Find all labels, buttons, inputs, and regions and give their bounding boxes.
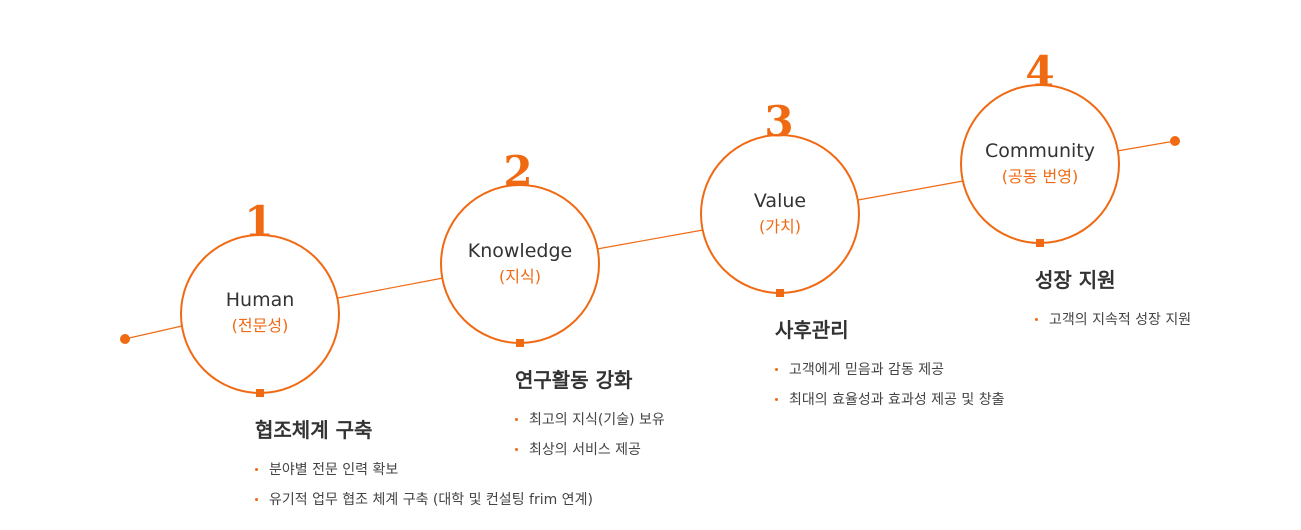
list-item: 고객의 지속적 성장 지원 [1035, 305, 1191, 335]
step-1-list: 분야별 전문 인력 확보 유기적 업무 협조 체계 구축 (대학 및 컨설팅 f… [255, 455, 593, 515]
step-4-list: 고객의 지속적 성장 지원 [1035, 305, 1191, 335]
step-1: 1 Human (전문성) [180, 197, 340, 397]
connector-2-3 [596, 229, 704, 250]
bullet-dot [775, 368, 778, 371]
step-3-title: Value [754, 190, 806, 212]
list-item: 최고의 지식(기술) 보유 [515, 405, 665, 435]
step-2-title: Knowledge [468, 240, 572, 262]
step-2: 2 Knowledge (지식) [440, 147, 600, 347]
bullet-dot [775, 398, 778, 401]
step-1-heading: 협조체계 구축 [255, 418, 373, 442]
line-start-dot [120, 334, 130, 344]
step-3-marker [776, 289, 784, 297]
bullet-dot [255, 468, 258, 471]
bullet-dot [1035, 318, 1038, 321]
step-4-circle [960, 84, 1120, 244]
list-item-text: 고객에게 믿음과 감동 제공 [789, 362, 945, 378]
step-4-title: Community [985, 140, 1095, 162]
line-end-dot [1170, 136, 1180, 146]
list-item-text: 분야별 전문 인력 확보 [269, 462, 399, 478]
step-2-list: 최고의 지식(기술) 보유 최상의 서비스 제공 [515, 405, 665, 465]
step-3-circle [700, 134, 860, 294]
step-4: 4 Community (공동 번영) [960, 47, 1120, 247]
step-4-subtitle: (공동 번영) [1002, 167, 1078, 186]
step-4-heading: 성장 지원 [1035, 268, 1116, 292]
step-2-number: 2 [503, 147, 532, 196]
list-item: 고객에게 믿음과 감동 제공 [775, 355, 1004, 385]
list-item-text: 고객의 지속적 성장 지원 [1049, 312, 1192, 328]
list-item-text: 최고의 지식(기술) 보유 [529, 412, 665, 428]
list-item: 최상의 서비스 제공 [515, 435, 665, 465]
step-4-marker [1036, 239, 1044, 247]
list-item-text: 유기적 업무 협조 체계 구축 (대학 및 컨설팅 frim 연계) [269, 492, 593, 508]
connector-end [1116, 140, 1176, 152]
connector-1-2 [337, 277, 444, 299]
step-1-circle [180, 234, 340, 394]
step-4-number: 4 [1025, 47, 1054, 96]
step-3-subtitle: (가치) [759, 217, 801, 236]
step-1-number: 1 [244, 197, 273, 246]
step-1-details: 협조체계 구축 분야별 전문 인력 확보 유기적 업무 협조 체계 구축 (대학… [255, 414, 593, 515]
bullet-dot [515, 448, 518, 451]
step-4-details: 성장 지원 고객의 지속적 성장 지원 [1035, 264, 1191, 335]
step-3-details: 사후관리 고객에게 믿음과 감동 제공 최대의 효율성과 효과성 제공 및 창출 [775, 314, 1004, 415]
step-2-details: 연구활동 강화 최고의 지식(기술) 보유 최상의 서비스 제공 [515, 364, 665, 465]
bullet-dot [255, 498, 258, 501]
step-3-number: 3 [764, 97, 793, 146]
bullet-dot [515, 418, 518, 421]
step-1-subtitle: (전문성) [232, 316, 289, 335]
list-item-text: 최대의 효율성과 효과성 제공 및 창출 [789, 392, 1005, 408]
step-2-marker [516, 339, 524, 347]
connector-lines [124, 140, 1176, 340]
step-3-list: 고객에게 믿음과 감동 제공 최대의 효율성과 효과성 제공 및 창출 [775, 355, 1004, 415]
list-item: 유기적 업무 협조 체계 구축 (대학 및 컨설팅 frim 연계) [255, 485, 593, 515]
step-1-marker [256, 389, 264, 397]
connector-start [124, 325, 183, 340]
step-2-circle [440, 184, 600, 344]
connector-3-4 [857, 180, 964, 201]
step-2-heading: 연구활동 강화 [515, 368, 633, 392]
list-item: 최대의 효율성과 효과성 제공 및 창출 [775, 385, 1004, 415]
step-1-title: Human [226, 289, 295, 311]
step-2-subtitle: (지식) [499, 267, 541, 286]
step-3: 3 Value (가치) [700, 97, 860, 297]
list-item-text: 최상의 서비스 제공 [529, 442, 641, 458]
step-3-heading: 사후관리 [775, 318, 849, 342]
list-item: 분야별 전문 인력 확보 [255, 455, 593, 485]
